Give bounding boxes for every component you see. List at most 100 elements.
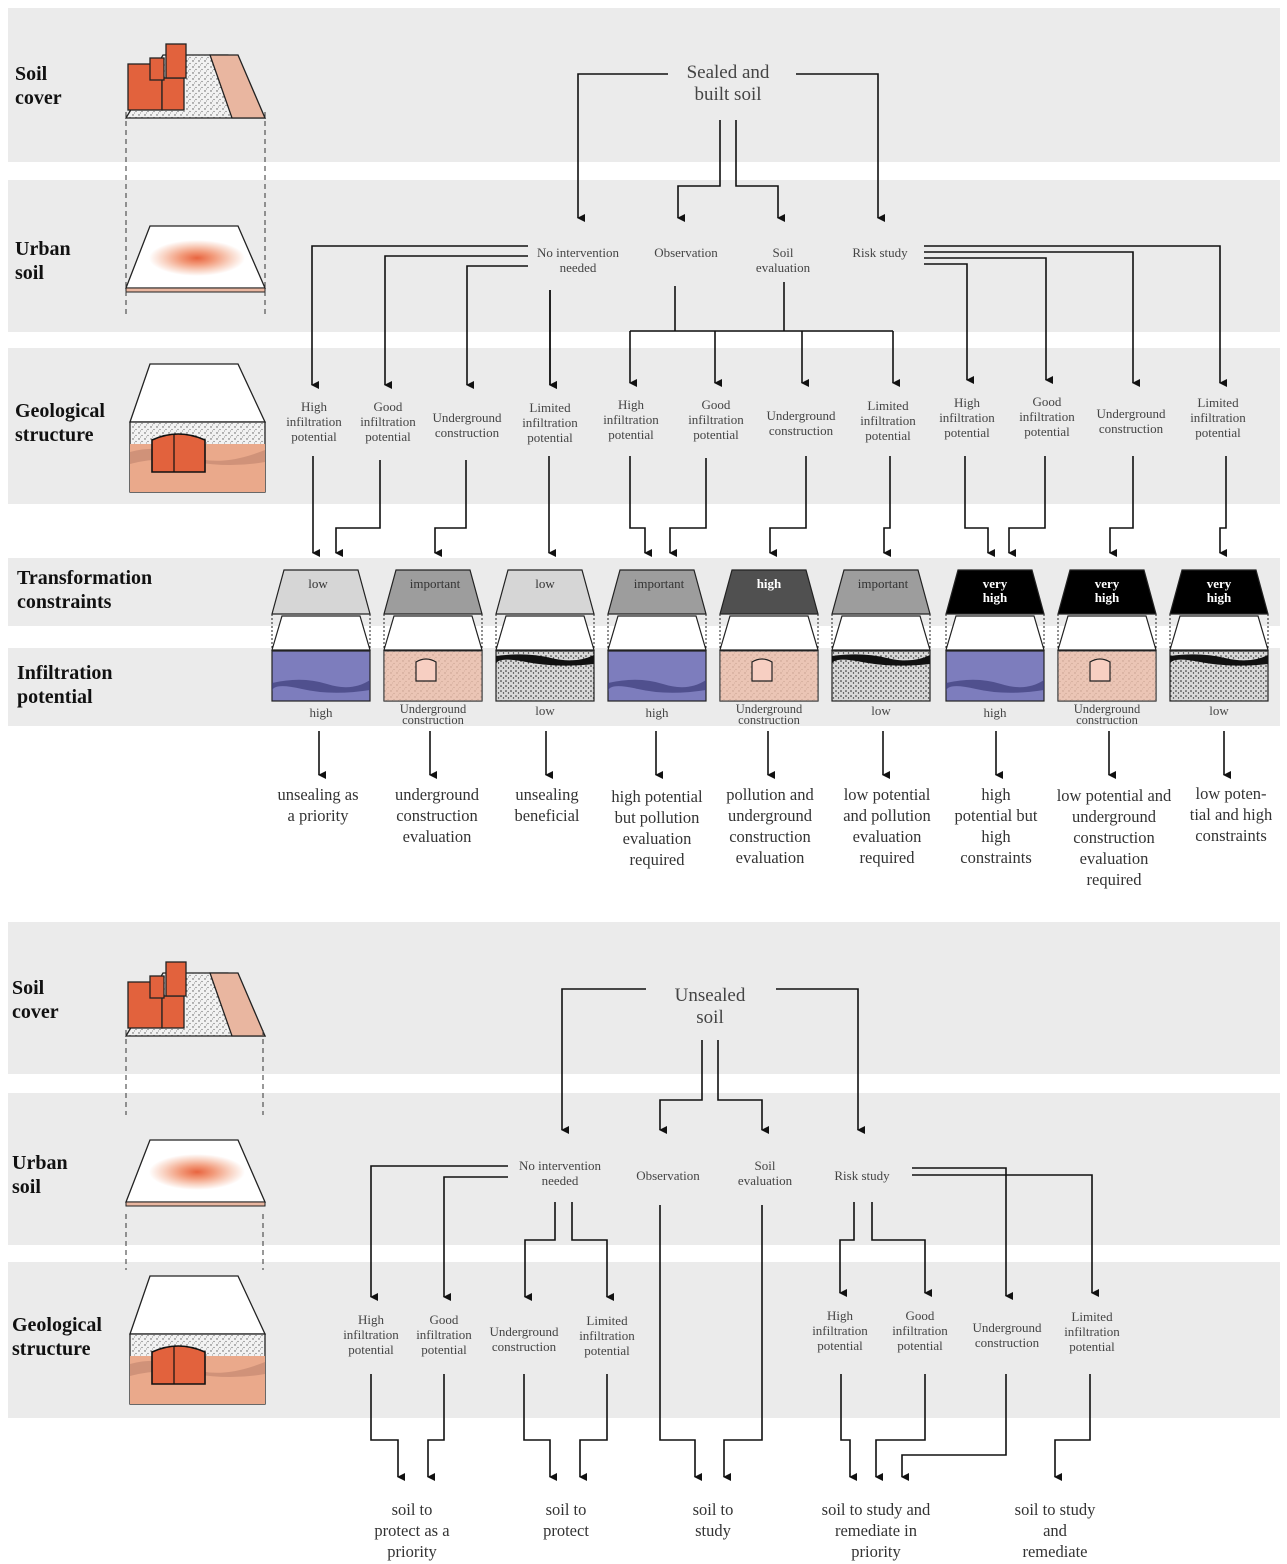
connector-arrow — [524, 1202, 556, 1301]
connector-arrow — [466, 265, 528, 389]
constraint-icon-6 — [831, 569, 931, 651]
constraint-icon-4 — [607, 569, 707, 651]
potential-icon-7 — [945, 650, 1045, 702]
potential-icon-1 — [271, 650, 371, 702]
geo-node-bottom-7: Underground construction — [972, 1320, 1042, 1350]
connector-arrow — [577, 73, 668, 222]
geo-node-8: Limited infiltration potential — [860, 398, 916, 443]
constraint-label-9: very high — [1206, 576, 1232, 605]
connector-arrow — [840, 1374, 857, 1481]
outcome-bottom-5: soil to study and remediate — [1014, 1500, 1096, 1561]
constraint-icon-2 — [383, 569, 483, 651]
connector-arrow — [735, 120, 785, 222]
outcome-5: pollution and underground construction e… — [726, 785, 814, 867]
row-label-urban-soil: Urban soil — [15, 238, 71, 284]
geo-node-5: High infiltration potential — [603, 397, 659, 442]
connector-arrow — [443, 1176, 508, 1301]
root-node-unsealed: Unsealed soil — [674, 985, 746, 1028]
connector-arrow — [871, 1202, 932, 1297]
row-label-geological-structure-bottom: Geological structure — [12, 1314, 102, 1360]
connector-arrow — [384, 255, 528, 389]
urban-node-risk-study: Risk study — [852, 245, 908, 260]
illustration-geological-bottom — [129, 1275, 267, 1405]
potential-icon-9 — [1169, 650, 1269, 702]
potential-icon-5 — [719, 650, 819, 702]
outcome-3: unsealing beneficial — [514, 785, 580, 825]
illustration-urban-soil-bottom — [125, 1139, 266, 1207]
potential-label-1: high — [309, 705, 333, 720]
potential-icon-2 — [383, 650, 483, 702]
outcome-4: high potential but pollution evaluation … — [611, 787, 703, 869]
connector-arrow — [1054, 1374, 1091, 1481]
illustration-geological-top — [129, 363, 267, 493]
connector-arrow — [370, 1374, 405, 1481]
geo-node-bottom-4: Limited infiltration potential — [579, 1313, 635, 1358]
connector-arrow — [561, 988, 646, 1134]
outcome-bottom-3: soil to study — [692, 1500, 734, 1540]
potential-label-9: low — [1209, 703, 1229, 718]
connector-arrow — [912, 1174, 1099, 1297]
geo-node-bottom-1: High infiltration potential — [343, 1312, 399, 1357]
potential-label-7: high — [983, 705, 1007, 720]
row-label-geological-structure: Geological structure — [15, 400, 105, 446]
connector-arrow — [434, 460, 467, 557]
row-label-soil-cover-bottom: Soil cover — [12, 977, 59, 1023]
geo-node-10: Good infiltration potential — [1019, 394, 1075, 439]
outcome-2: underground construction evaluation — [394, 785, 479, 846]
outcome-9: low poten- tial and high constraints — [1189, 784, 1273, 845]
connector-arrow — [883, 456, 891, 557]
connector-arrow — [669, 458, 707, 557]
connector-arrow — [659, 1040, 703, 1134]
potential-icon-8 — [1057, 650, 1157, 702]
outcome-bottom-1: soil to protect as a priority — [374, 1500, 450, 1561]
urban-node-soil-evaluation: Soil evaluation — [755, 245, 811, 275]
root-node-sealed: Sealed and built soil — [686, 62, 770, 105]
potential-icon-6 — [831, 650, 931, 702]
connector-arrow — [924, 257, 1053, 384]
geo-node-bottom-8: Limited infiltration potential — [1064, 1309, 1120, 1354]
outcome-bottom-2: soil to protect — [543, 1500, 589, 1540]
connector-arrow — [912, 1167, 1013, 1300]
row-label-urban-soil-bottom: Urban soil — [12, 1152, 68, 1198]
geo-node-bottom-5: High infiltration potential — [812, 1308, 868, 1353]
connector-arrow — [796, 73, 885, 222]
connector-arrow — [1219, 456, 1227, 557]
connector-arrow — [839, 1202, 855, 1297]
geo-node-4: Limited infiltration potential — [522, 400, 578, 445]
constraint-icon-1 — [271, 569, 371, 651]
geo-node-bottom-2: Good infiltration potential — [416, 1312, 472, 1357]
geo-node-7: Underground construction — [766, 408, 836, 438]
constraint-icon-3 — [495, 569, 595, 651]
constraint-label-1: low — [308, 576, 328, 591]
connector-arrow — [924, 245, 1227, 387]
potential-label-3: low — [535, 703, 555, 718]
connector-arrow — [769, 456, 807, 557]
constraint-icon-5 — [719, 569, 819, 651]
potential-label-2: Underground construction — [399, 702, 467, 727]
row-label-soil-cover: Soil cover — [15, 63, 62, 109]
connector-arrow — [875, 1374, 926, 1481]
row-label-infiltration-potential: Infiltration potential — [17, 662, 113, 708]
potential-label-8: Underground construction — [1073, 702, 1141, 727]
outcome-1: unsealing as a priority — [277, 785, 359, 825]
urban-node-risk-study-bottom: Risk study — [834, 1168, 890, 1183]
connector-arrow — [1008, 456, 1046, 557]
connector-arrow — [335, 460, 381, 557]
constraint-label-8: very high — [1094, 576, 1120, 605]
constraint-icon-7 — [945, 569, 1045, 651]
urban-node-no-intervention: No intervention needed — [537, 245, 619, 275]
outcome-bottom-4: soil to study and remediate in priority — [821, 1500, 931, 1561]
connector-arrow — [659, 1205, 702, 1481]
connector-arrow — [901, 1374, 1007, 1481]
potential-label-4: high — [645, 705, 669, 720]
urban-node-soil-evaluation-bottom: Soil evaluation — [737, 1158, 793, 1188]
illustration-soil-cover-top — [124, 43, 267, 119]
connector-arrow — [370, 1165, 508, 1301]
constraint-label-5: high — [756, 576, 782, 591]
urban-node-observation: Observation — [654, 245, 718, 260]
connector-arrow — [427, 1374, 445, 1481]
outcome-6: low potential and pollution evaluation r… — [843, 785, 931, 867]
connector-arrow — [311, 245, 528, 389]
constraint-label-6: important — [857, 576, 909, 591]
